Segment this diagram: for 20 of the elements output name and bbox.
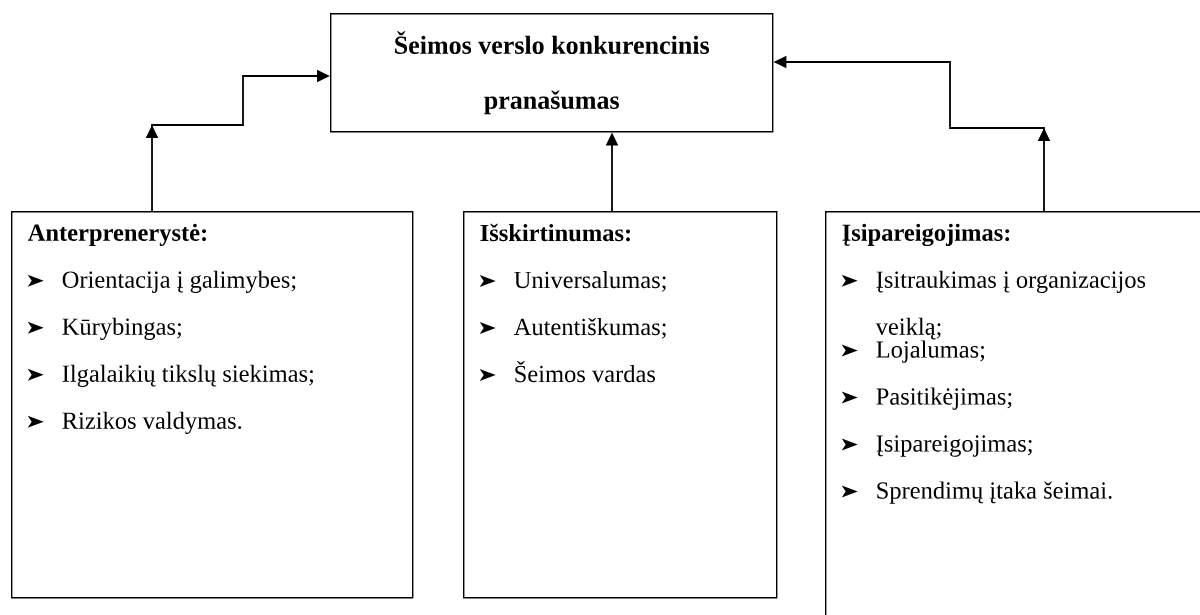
heading: Anterprenerystė:	[27, 223, 207, 246]
list-item: Šeimos vardas	[515, 360, 656, 383]
list-item: Sprendimų įtaka šeimai.	[877, 481, 1112, 504]
title-text: Šeimos verslo konkurencinis pranašumas	[395, 31, 710, 115]
list-item: Pasitikėjimas;	[876, 387, 1012, 410]
box	[330, 13, 774, 133]
heading: Išskirtinumas:	[480, 223, 630, 242]
box	[11, 211, 414, 599]
list-item: Rizikos valdymas.	[62, 411, 242, 434]
list-item: Universalumas;	[514, 270, 666, 292]
list-item: Įsipareigojimas;	[876, 435, 1032, 457]
list-item: Įsitraukimas į organizacijos veiklą;	[875, 270, 1146, 340]
box	[825, 211, 1200, 615]
heading: Įsipareigojimas:	[842, 223, 1010, 247]
list-item: Lojalumas;	[876, 340, 985, 363]
list-item: Ilgalaikių tikslų siekimas;	[62, 364, 313, 387]
list-item: Orientacija į galimybes;	[62, 270, 296, 293]
list-item: Autentiškumas;	[513, 317, 666, 339]
box	[463, 211, 778, 599]
list-item: Kūrybingas;	[62, 317, 181, 340]
